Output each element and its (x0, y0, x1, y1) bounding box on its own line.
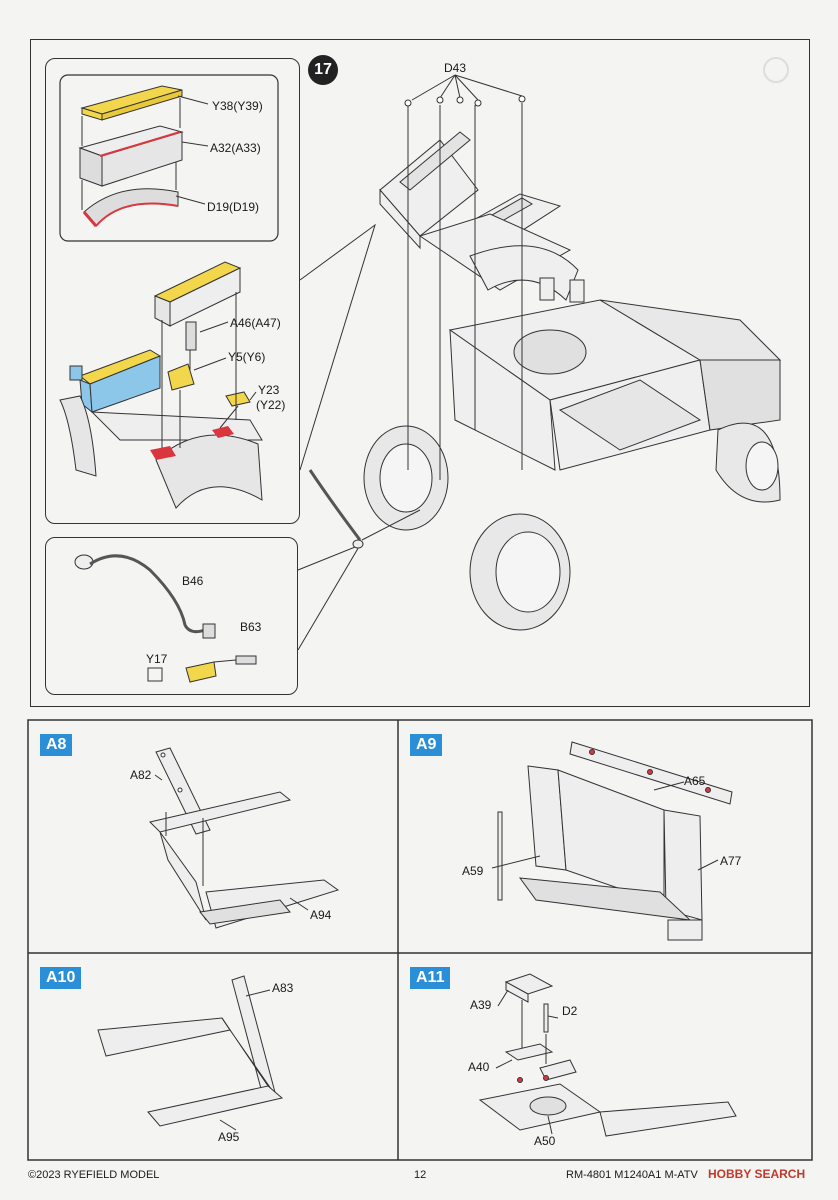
label-a39: A39 (470, 998, 492, 1012)
label-b63: B63 (240, 620, 262, 634)
label-a59: A59 (462, 864, 484, 878)
label-d19: D19(D19) (207, 200, 260, 214)
watermark: HOBBY SEARCH (708, 1167, 806, 1181)
label-a50: A50 (534, 1134, 556, 1148)
label-a82: A82 (130, 768, 152, 782)
step-number: 17 (308, 55, 338, 85)
label-y38: Y38(Y39) (212, 99, 263, 113)
wheels (363, 422, 781, 631)
label-d43: D43 (444, 61, 467, 75)
label-y17: Y17 (146, 652, 168, 666)
a11-drawing (478, 973, 737, 1137)
label-a65: A65 (684, 774, 706, 788)
label-d2: D2 (562, 1004, 578, 1018)
label-b46: B46 (182, 574, 204, 588)
label-a77: A77 (720, 854, 742, 868)
d19-part (82, 188, 179, 227)
vehicle-drawing (379, 131, 782, 471)
a8-drawing (149, 747, 340, 929)
footer-copyright: ©2023 RYEFIELD MODEL (28, 1169, 160, 1181)
fender-box-detail (59, 74, 279, 242)
badge-a11: A11 (410, 967, 451, 989)
label-a94: A94 (310, 908, 332, 922)
a10-drawing (97, 975, 284, 1127)
a9-drawing (497, 741, 733, 941)
label-a46: A46(A47) (230, 316, 281, 330)
badge-a8: A8 (40, 734, 73, 756)
label-a95: A95 (218, 1130, 240, 1144)
badge-a10: A10 (40, 967, 82, 989)
b46-cable (74, 554, 257, 683)
step-17-frame (30, 39, 810, 707)
page-number: 12 (414, 1169, 427, 1181)
a32-part (78, 125, 184, 187)
label-a83: A83 (272, 981, 294, 995)
fender-assembly (59, 261, 263, 509)
label-a40: A40 (468, 1060, 490, 1074)
y38-part (80, 85, 183, 121)
label-a32: A32(A33) (210, 141, 261, 155)
label-y23: Y23 (258, 383, 280, 397)
badge-a9: A9 (410, 734, 443, 756)
label-y22: (Y22) (256, 398, 286, 412)
footer-model: RM-4801 M1240A1 M-ATV (566, 1169, 698, 1181)
label-y5: Y5(Y6) (228, 350, 266, 364)
